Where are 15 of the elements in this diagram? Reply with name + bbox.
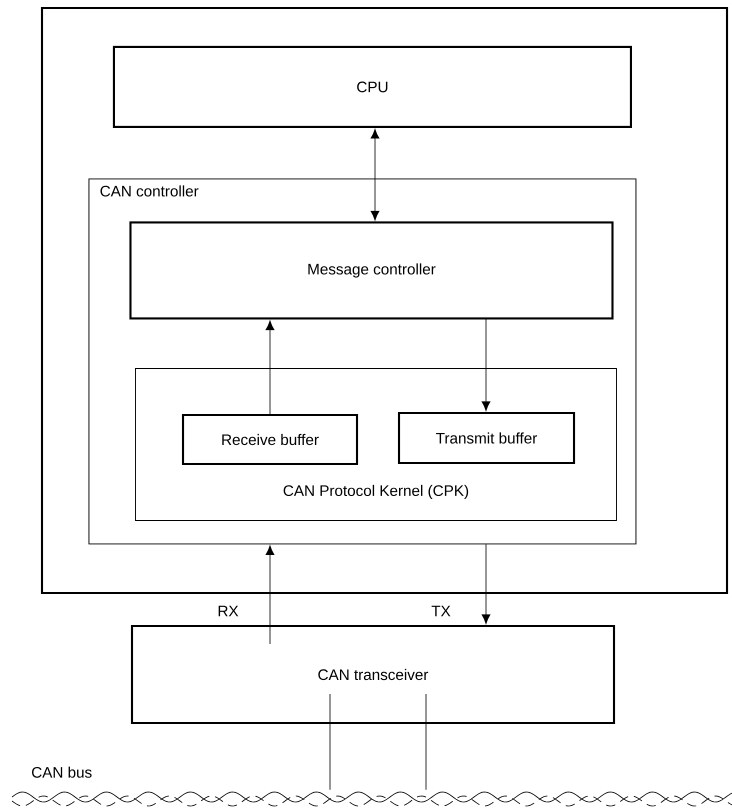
arrow [482, 544, 490, 624]
twisted-pair-cable-drawing [12, 792, 732, 806]
block-box: Message controller [129, 221, 614, 320]
bus-label: CAN bus [32, 766, 92, 778]
signal-label: RX [216, 604, 240, 618]
arrow [266, 545, 274, 644]
arrow [266, 320, 274, 414]
block-box [40, 6, 728, 594]
arrow [482, 319, 490, 411]
block-box: CAN transceiver [130, 624, 616, 724]
block-box: Receive buffer [182, 414, 358, 466]
block-box: Transmit buffer [398, 412, 576, 464]
signal-label: TX [430, 604, 452, 618]
block-box: CPU [112, 46, 632, 128]
arrow [370, 129, 380, 220]
